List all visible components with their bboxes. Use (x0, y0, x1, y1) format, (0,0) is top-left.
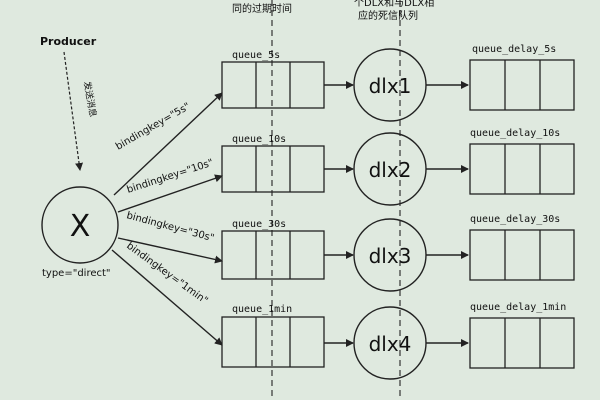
binding-row: queue_5s dlx1 queue_delay_5s (221, 44, 575, 122)
delay-queue-label: queue_delay_5s (472, 44, 556, 55)
binding-key-label: bindingkey="30s" (125, 210, 215, 244)
producer-send-note: 发送消息 (81, 80, 99, 118)
binding-key-label: bindingkey="5s" (114, 101, 192, 152)
delay-queue-box (469, 143, 575, 195)
queue-label: queue_5s (232, 50, 280, 61)
dlx-label: dlx2 (369, 158, 412, 182)
binding-row: queue_1min dlx4 queue_delay_1min (221, 302, 575, 380)
dlx-label: dlx3 (369, 244, 412, 268)
exchange-node (41, 186, 119, 264)
top-note-left: 同的过期时间 (232, 2, 292, 15)
queue-box (221, 316, 325, 368)
binding-arrow (117, 237, 223, 264)
exchange-type-label: type="direct" (42, 268, 111, 279)
binding-row: queue_30s dlx3 queue_delay_30s (221, 214, 575, 292)
dlx-label: dlx1 (369, 74, 412, 98)
delay-queue-box (469, 229, 575, 281)
producer-arrow (63, 51, 84, 171)
binding-arrow (111, 249, 223, 346)
queue-label: queue_10s (232, 134, 286, 145)
queue-box (221, 230, 325, 280)
delay-queue-label: queue_delay_10s (470, 128, 560, 139)
delay-queue-label: queue_delay_30s (470, 214, 560, 225)
exchange-symbol: X (70, 209, 91, 244)
delay-queue-box (469, 59, 575, 111)
delay-queue-label: queue_delay_1min (470, 302, 566, 313)
binding-row: queue_10s dlx2 queue_delay_10s (221, 128, 575, 206)
binding-arrow (117, 174, 223, 213)
binding-key-label: bindingkey="10s" (126, 157, 215, 195)
queue-box (221, 61, 325, 109)
queue-label: queue_1min (232, 304, 292, 315)
delay-queue-box (469, 317, 575, 369)
producer-label: Producer (40, 35, 97, 48)
dlx-label: dlx4 (369, 332, 412, 356)
top-note-right-line1: 个DLX和与DLX相 (354, 0, 434, 9)
top-note-right-line2: 应的死信队列 (358, 9, 418, 22)
queue-label: queue_30s (232, 219, 286, 230)
binding-arrow (113, 92, 223, 196)
queue-box (221, 145, 325, 193)
